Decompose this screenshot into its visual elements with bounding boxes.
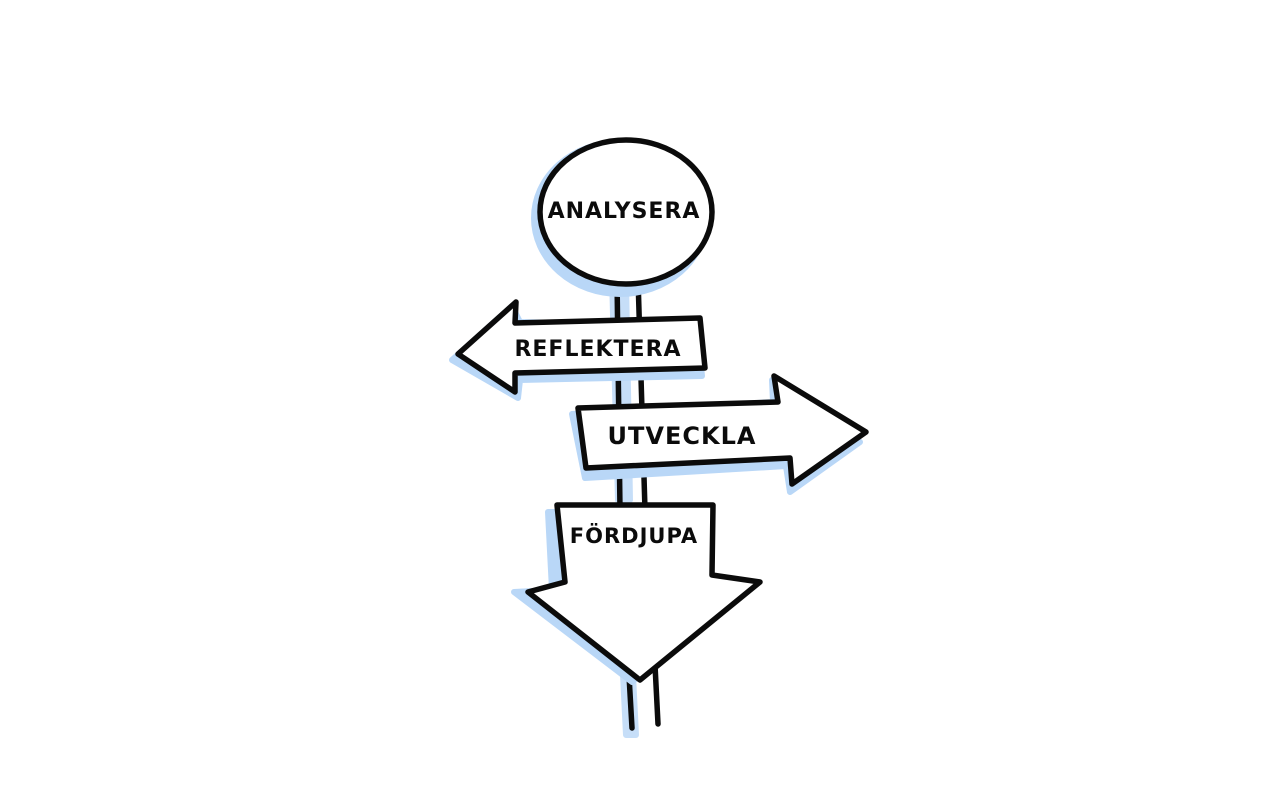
left-arrow-sign: REFLEKTERA (449, 299, 708, 401)
down-arrow-label: FÖRDJUPA (570, 523, 698, 548)
post-bottom-right (652, 662, 661, 727)
right-arrow-sign: UTVECKLA (569, 373, 869, 495)
top-circle-sign: ANALYSERA (531, 137, 715, 297)
top-sign-label: ANALYSERA (548, 199, 701, 224)
left-arrow-label: REFLEKTERA (514, 337, 681, 362)
down-arrow-sign: FÖRDJUPA (511, 502, 763, 685)
right-arrow-label: UTVECKLA (608, 422, 757, 450)
